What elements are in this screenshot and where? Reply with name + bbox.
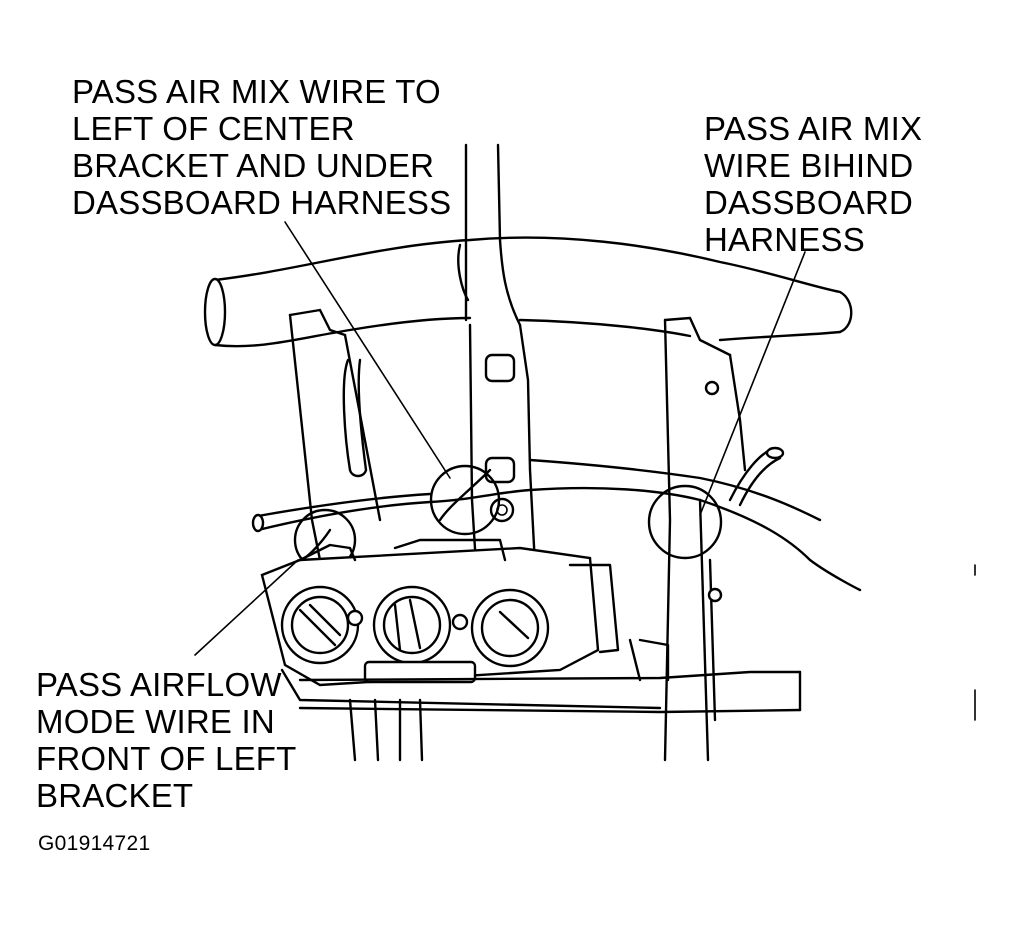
callout-line: HARNESS xyxy=(704,221,865,258)
leader-lines xyxy=(194,221,806,656)
callout-air-mix-left: PASS AIR MIX WIRE TO LEFT OF CENTER BRAC… xyxy=(72,73,451,221)
callout-air-mix-behind: PASS AIR MIX WIRE BIHIND DASSBOARD HARNE… xyxy=(704,110,922,258)
callout-line: WIRE BIHIND xyxy=(704,147,914,184)
callout-line: BRACKET AND UNDER xyxy=(72,147,435,184)
figure-code: G01914721 xyxy=(38,832,151,855)
callout-line: PASS AIR MIX WIRE TO xyxy=(72,73,441,110)
lower-frame xyxy=(298,638,802,762)
callout-line: DASSBOARD xyxy=(704,184,914,221)
callout-line: LEFT OF CENTER xyxy=(72,110,355,147)
callout-line: BRACKET xyxy=(36,777,194,814)
right-bracket xyxy=(663,316,747,762)
callout-line: MODE WIRE IN xyxy=(36,703,275,740)
control-panel xyxy=(260,538,662,710)
callout-line: PASS AIR MIX xyxy=(704,110,923,147)
callout-line: PASS AIRFLOW xyxy=(36,666,282,703)
wires xyxy=(251,446,862,592)
callout-line: DASSBOARD HARNESS xyxy=(72,184,452,221)
callout-airflow-mode: PASS AIRFLOW MODE WIRE IN FRONT OF LEFT … xyxy=(36,666,297,814)
center-bracket xyxy=(457,143,537,567)
callout-line: FRONT OF LEFT xyxy=(36,740,297,777)
dashboard-harness-tube xyxy=(203,236,853,348)
